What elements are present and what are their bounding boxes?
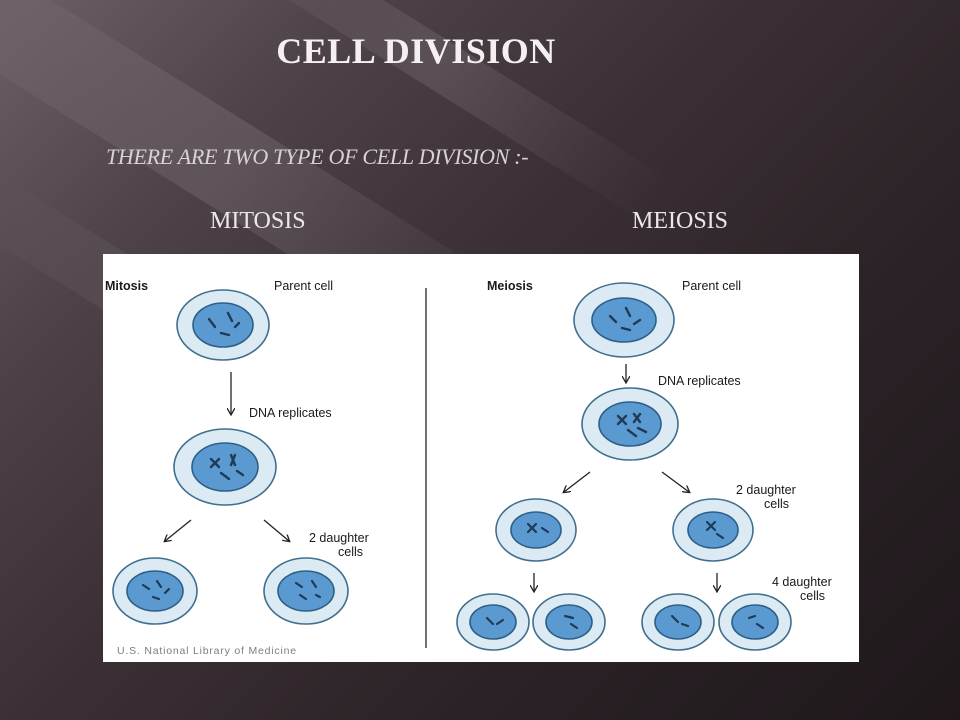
nucleus: [277, 570, 335, 612]
chromosomes: [705, 520, 725, 540]
nucleus: [191, 442, 259, 492]
cell-division-diagram: Mitosis Parent cell DNA replicates 2 dau…: [103, 254, 859, 662]
chromosomes: [608, 306, 642, 332]
mitosis-dna-replicates-label: DNA replicates: [249, 406, 332, 420]
meiosis-four-daughters-label-1: 4 daughter: [772, 575, 832, 589]
meiosis-two-daughters-label-2: cells: [764, 497, 789, 511]
chromosomes: [207, 311, 241, 337]
chromosomes: [141, 579, 171, 601]
cell-meiosis-gamete: [641, 593, 715, 651]
cell-meiosis-replicated: [581, 387, 679, 461]
cell-meiosis-gamete: [532, 593, 606, 651]
arrow-down-right: [263, 519, 289, 541]
cell-meiosis-parent: [573, 282, 675, 358]
nucleus: [687, 511, 739, 549]
chromosomes: [670, 614, 690, 628]
chromosomes: [209, 453, 245, 481]
cell-mitosis-replicated: [173, 428, 277, 506]
meiosis-label: Meiosis: [487, 279, 533, 293]
nucleus: [510, 511, 562, 549]
mitosis-daughters-label-2: cells: [338, 545, 363, 559]
cell-meiosis-daughter: [672, 498, 754, 562]
chromosomes: [616, 412, 648, 438]
meiosis-two-daughters-label-1: 2 daughter: [736, 483, 796, 497]
arrow-down-left: [165, 519, 192, 541]
nucleus: [731, 604, 779, 640]
mitosis-heading: MITOSIS: [210, 208, 306, 234]
cell-meiosis-gamete: [718, 593, 792, 651]
arrow-down-right: [661, 471, 689, 492]
chromosomes: [747, 614, 765, 630]
chromosomes: [294, 579, 322, 601]
slide-title: CELL DIVISION: [276, 31, 556, 71]
cell-meiosis-daughter: [495, 498, 577, 562]
chromosomes: [485, 616, 505, 626]
mitosis-parent-cell-label: Parent cell: [274, 279, 333, 293]
nucleus: [591, 297, 657, 343]
cell-mitosis-parent: [176, 289, 270, 361]
mitosis-daughters-label-1: 2 daughter: [309, 531, 369, 545]
diagram-canvas: Mitosis Parent cell DNA replicates 2 dau…: [105, 279, 832, 657]
slide-subtitle: THERE ARE TWO TYPE OF CELL DIVISION :-: [106, 144, 529, 169]
nucleus: [469, 604, 517, 640]
cell-mitosis-daughter: [112, 557, 198, 625]
mitosis-label: Mitosis: [105, 279, 148, 293]
arrow-down-left: [564, 471, 591, 492]
meiosis-dna-replicates-label: DNA replicates: [658, 374, 741, 388]
meiosis-four-daughters-label-2: cells: [800, 589, 825, 603]
cell-meiosis-gamete: [456, 593, 530, 651]
cell-mitosis-daughter: [263, 557, 349, 625]
nucleus: [126, 570, 184, 612]
chromosomes: [526, 522, 550, 534]
nucleus: [545, 604, 593, 640]
meiosis-heading: MEIOSIS: [632, 208, 729, 234]
nucleus: [598, 401, 662, 447]
meiosis-parent-cell-label: Parent cell: [682, 279, 741, 293]
nucleus: [192, 302, 254, 348]
image-credit: U.S. National Library of Medicine: [117, 645, 297, 657]
chromosomes: [563, 614, 579, 630]
